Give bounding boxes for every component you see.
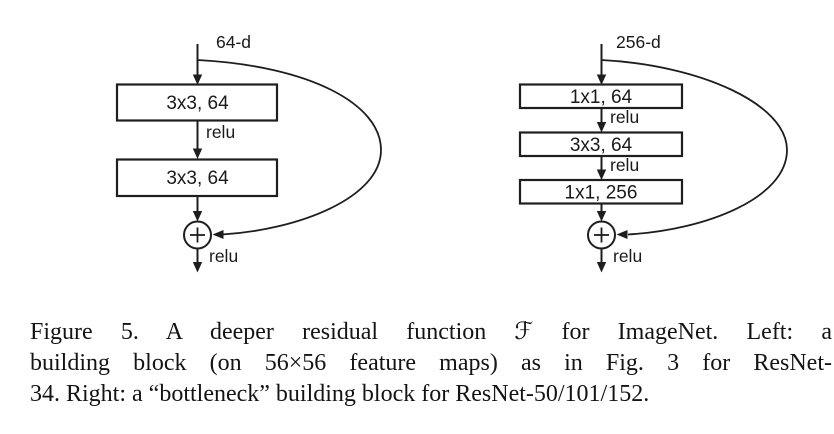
caption-line-3: 34. Right: a “bottleneck” building block…	[30, 381, 650, 407]
caption-line-1: Figure 5. A deeper residual function ℱ f…	[30, 319, 832, 345]
right-input-arrowhead-icon	[596, 74, 607, 85]
right-add-icon	[594, 227, 609, 243]
left-conn2-arrowhead-icon	[192, 211, 203, 222]
left-skip-arrowhead-icon	[212, 230, 224, 239]
residual-blocks-diagram: 64-d 3x3, 64 relu 3x3, 64 relu	[115, 32, 788, 273]
left-add-icon	[190, 227, 205, 243]
right-skip-arrowhead-icon	[616, 230, 628, 239]
right-conv3-label: 1x1, 256	[565, 183, 638, 204]
left-input-dim-label: 64-d	[216, 32, 251, 52]
left-conv1-label: 3x3, 64	[166, 93, 229, 114]
right-conn2-arrowhead-icon	[596, 169, 607, 180]
right-skip-connection-curve	[601, 59, 788, 236]
left-relu1-label: relu	[206, 122, 235, 142]
right-relu-out-label: relu	[613, 246, 642, 266]
left-conv1-box	[115, 83, 279, 122]
right-output-arrowhead-icon	[596, 262, 607, 273]
right-conn1-arrowhead-icon	[596, 122, 607, 133]
left-skip-connection-curve	[197, 59, 382, 236]
right-relu2-label: relu	[610, 155, 639, 175]
left-output-arrowhead-icon	[192, 262, 203, 273]
residual-block-right: 256-d 1x1, 64 relu 3x3, 64 relu 1x1, 256	[518, 32, 788, 273]
right-conn3-arrowhead-icon	[596, 211, 607, 222]
residual-block-left: 64-d 3x3, 64 relu 3x3, 64 relu	[115, 32, 382, 273]
right-conv2-label: 3x3, 64	[570, 135, 633, 156]
left-conn1-arrowhead-icon	[192, 148, 203, 159]
left-relu-out-label: relu	[209, 246, 238, 266]
caption-line-2: building block (on 56×56 feature maps) a…	[30, 350, 832, 376]
right-input-dim-label: 256-d	[616, 32, 661, 52]
right-relu1-label: relu	[610, 107, 639, 127]
figure-caption: Figure 5. A deeper residual function ℱ f…	[30, 317, 832, 410]
right-conv1-label: 1x1, 64	[570, 87, 633, 108]
left-conv2-label: 3x3, 64	[166, 168, 229, 189]
left-input-arrowhead-icon	[192, 74, 203, 85]
